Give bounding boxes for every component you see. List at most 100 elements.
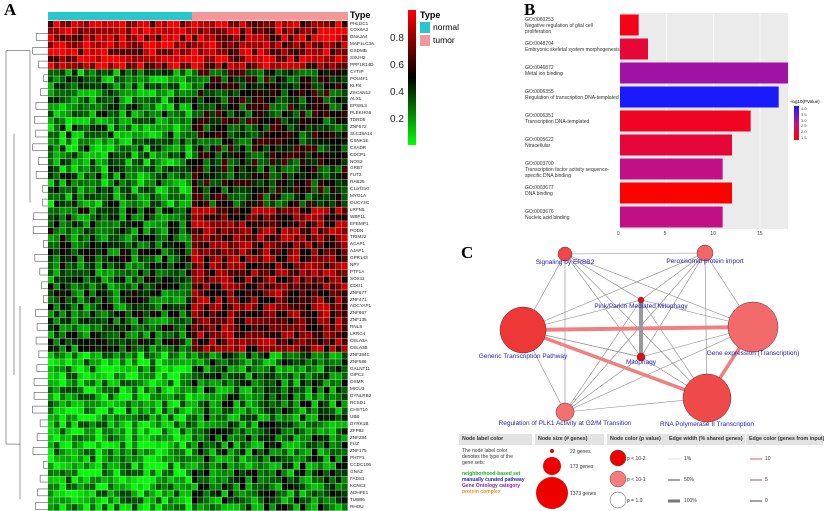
heatmap-cell xyxy=(330,172,336,180)
heatmap-cell xyxy=(90,352,96,359)
heatmap-cell xyxy=(132,241,138,249)
heatmap-cell xyxy=(174,96,180,104)
heatmap-cell xyxy=(228,110,234,118)
heatmap-cell xyxy=(336,172,342,180)
heatmap-cell xyxy=(108,400,114,408)
heatmap-cell xyxy=(204,476,210,483)
go-bar xyxy=(620,62,788,84)
heatmap-cell xyxy=(174,372,180,380)
heatmap-cell xyxy=(228,83,234,90)
heatmap-cell xyxy=(312,324,318,332)
type-annotation-cell xyxy=(336,12,342,20)
heatmap-cell xyxy=(90,76,96,83)
heatmap-cell xyxy=(96,283,102,290)
heatmap-cell xyxy=(330,290,336,297)
heatmap-cell xyxy=(312,269,318,276)
legend-color-title: Node color (p value) xyxy=(607,434,666,445)
heatmap-cell xyxy=(114,435,120,442)
heatmap-cell xyxy=(270,400,276,408)
heatmap-cell xyxy=(162,90,168,97)
heatmap-cell xyxy=(168,124,174,132)
heatmap-cell xyxy=(126,352,132,359)
heatmap-cell xyxy=(282,131,288,138)
heatmap-cell xyxy=(96,262,102,270)
heatmap-cell xyxy=(108,172,114,180)
heatmap-cell xyxy=(282,110,288,118)
heatmap-cell xyxy=(276,159,282,166)
heatmap-cell xyxy=(114,393,120,401)
heatmap-cell xyxy=(138,152,144,159)
heatmap-cell xyxy=(84,435,90,442)
heatmap-cell xyxy=(342,172,348,180)
heatmap-cell xyxy=(270,48,276,56)
heatmap-cell xyxy=(312,490,318,497)
heatmap-cell xyxy=(54,297,60,304)
heatmap-cell xyxy=(306,21,312,28)
heatmap-cell xyxy=(210,476,216,483)
heatmap-cell xyxy=(204,62,210,69)
heatmap-cell xyxy=(300,241,306,249)
heatmap-cell xyxy=(192,283,198,290)
heatmap-cell xyxy=(84,448,90,456)
heatmap-cell xyxy=(204,131,210,138)
heatmap-cell xyxy=(228,159,234,166)
heatmap-cell xyxy=(294,165,300,173)
heatmap-cell xyxy=(48,428,54,435)
heatmap-cell xyxy=(54,110,60,118)
heatmap-cell xyxy=(54,62,60,69)
heatmap-cell xyxy=(90,483,96,490)
heatmap-cell xyxy=(156,310,162,318)
heatmap-cell xyxy=(264,283,270,290)
gene-label: TDRD5 xyxy=(350,117,366,123)
heatmap-cell xyxy=(78,303,84,311)
heatmap-cell xyxy=(336,359,342,366)
heatmap-cell xyxy=(120,41,126,49)
heatmap-cell xyxy=(60,34,66,42)
heatmap-cell xyxy=(180,386,186,394)
heatmap-cell xyxy=(108,27,114,35)
heatmap-cell xyxy=(300,103,306,111)
network-edge xyxy=(640,252,706,301)
heatmap-cell xyxy=(186,297,192,304)
heatmap-cell xyxy=(102,290,108,297)
heatmap-cell xyxy=(132,165,138,173)
heatmap-cell xyxy=(156,124,162,132)
heatmap-cell xyxy=(330,62,336,69)
heatmap-cell xyxy=(54,276,60,283)
heatmap-cell xyxy=(318,455,324,463)
gene-label: SOX11 xyxy=(350,275,365,281)
heatmap-cell xyxy=(126,469,132,477)
heatmap-cell xyxy=(162,34,168,42)
heatmap-cell xyxy=(222,338,228,345)
heatmap-cell xyxy=(342,165,348,173)
heatmap-cell xyxy=(204,441,210,449)
panel-label-a: A xyxy=(4,0,17,19)
heatmap-cell xyxy=(78,414,84,421)
heatmap-cell xyxy=(294,103,300,111)
heatmap-cell xyxy=(102,48,108,56)
heatmap-cell xyxy=(246,207,252,214)
gene-label: CHST10 xyxy=(350,406,368,412)
heatmap-cell xyxy=(66,186,72,194)
type-annotation-cell xyxy=(132,12,138,20)
heatmap-cell xyxy=(294,255,300,263)
heatmap-cell xyxy=(342,269,348,276)
heatmap-cell xyxy=(306,179,312,187)
heatmap xyxy=(48,12,348,511)
heatmap-cell xyxy=(306,159,312,166)
heatmap-cell xyxy=(114,366,120,373)
heatmap-cell xyxy=(102,276,108,283)
network-node xyxy=(499,306,547,354)
heatmap-cell xyxy=(120,490,126,497)
heatmap-cell xyxy=(180,379,186,387)
heatmap-cell xyxy=(318,207,324,214)
type-annotation-cell xyxy=(258,12,264,20)
heatmap-cell xyxy=(108,96,114,104)
heatmap-cell xyxy=(312,276,318,283)
heatmap-cell xyxy=(300,138,306,145)
heatmap-cell xyxy=(114,159,120,166)
heatmap-cell xyxy=(264,455,270,463)
heatmap-cell xyxy=(246,462,252,470)
dendrogram-branch xyxy=(39,419,48,428)
heatmap-cell xyxy=(156,138,162,145)
